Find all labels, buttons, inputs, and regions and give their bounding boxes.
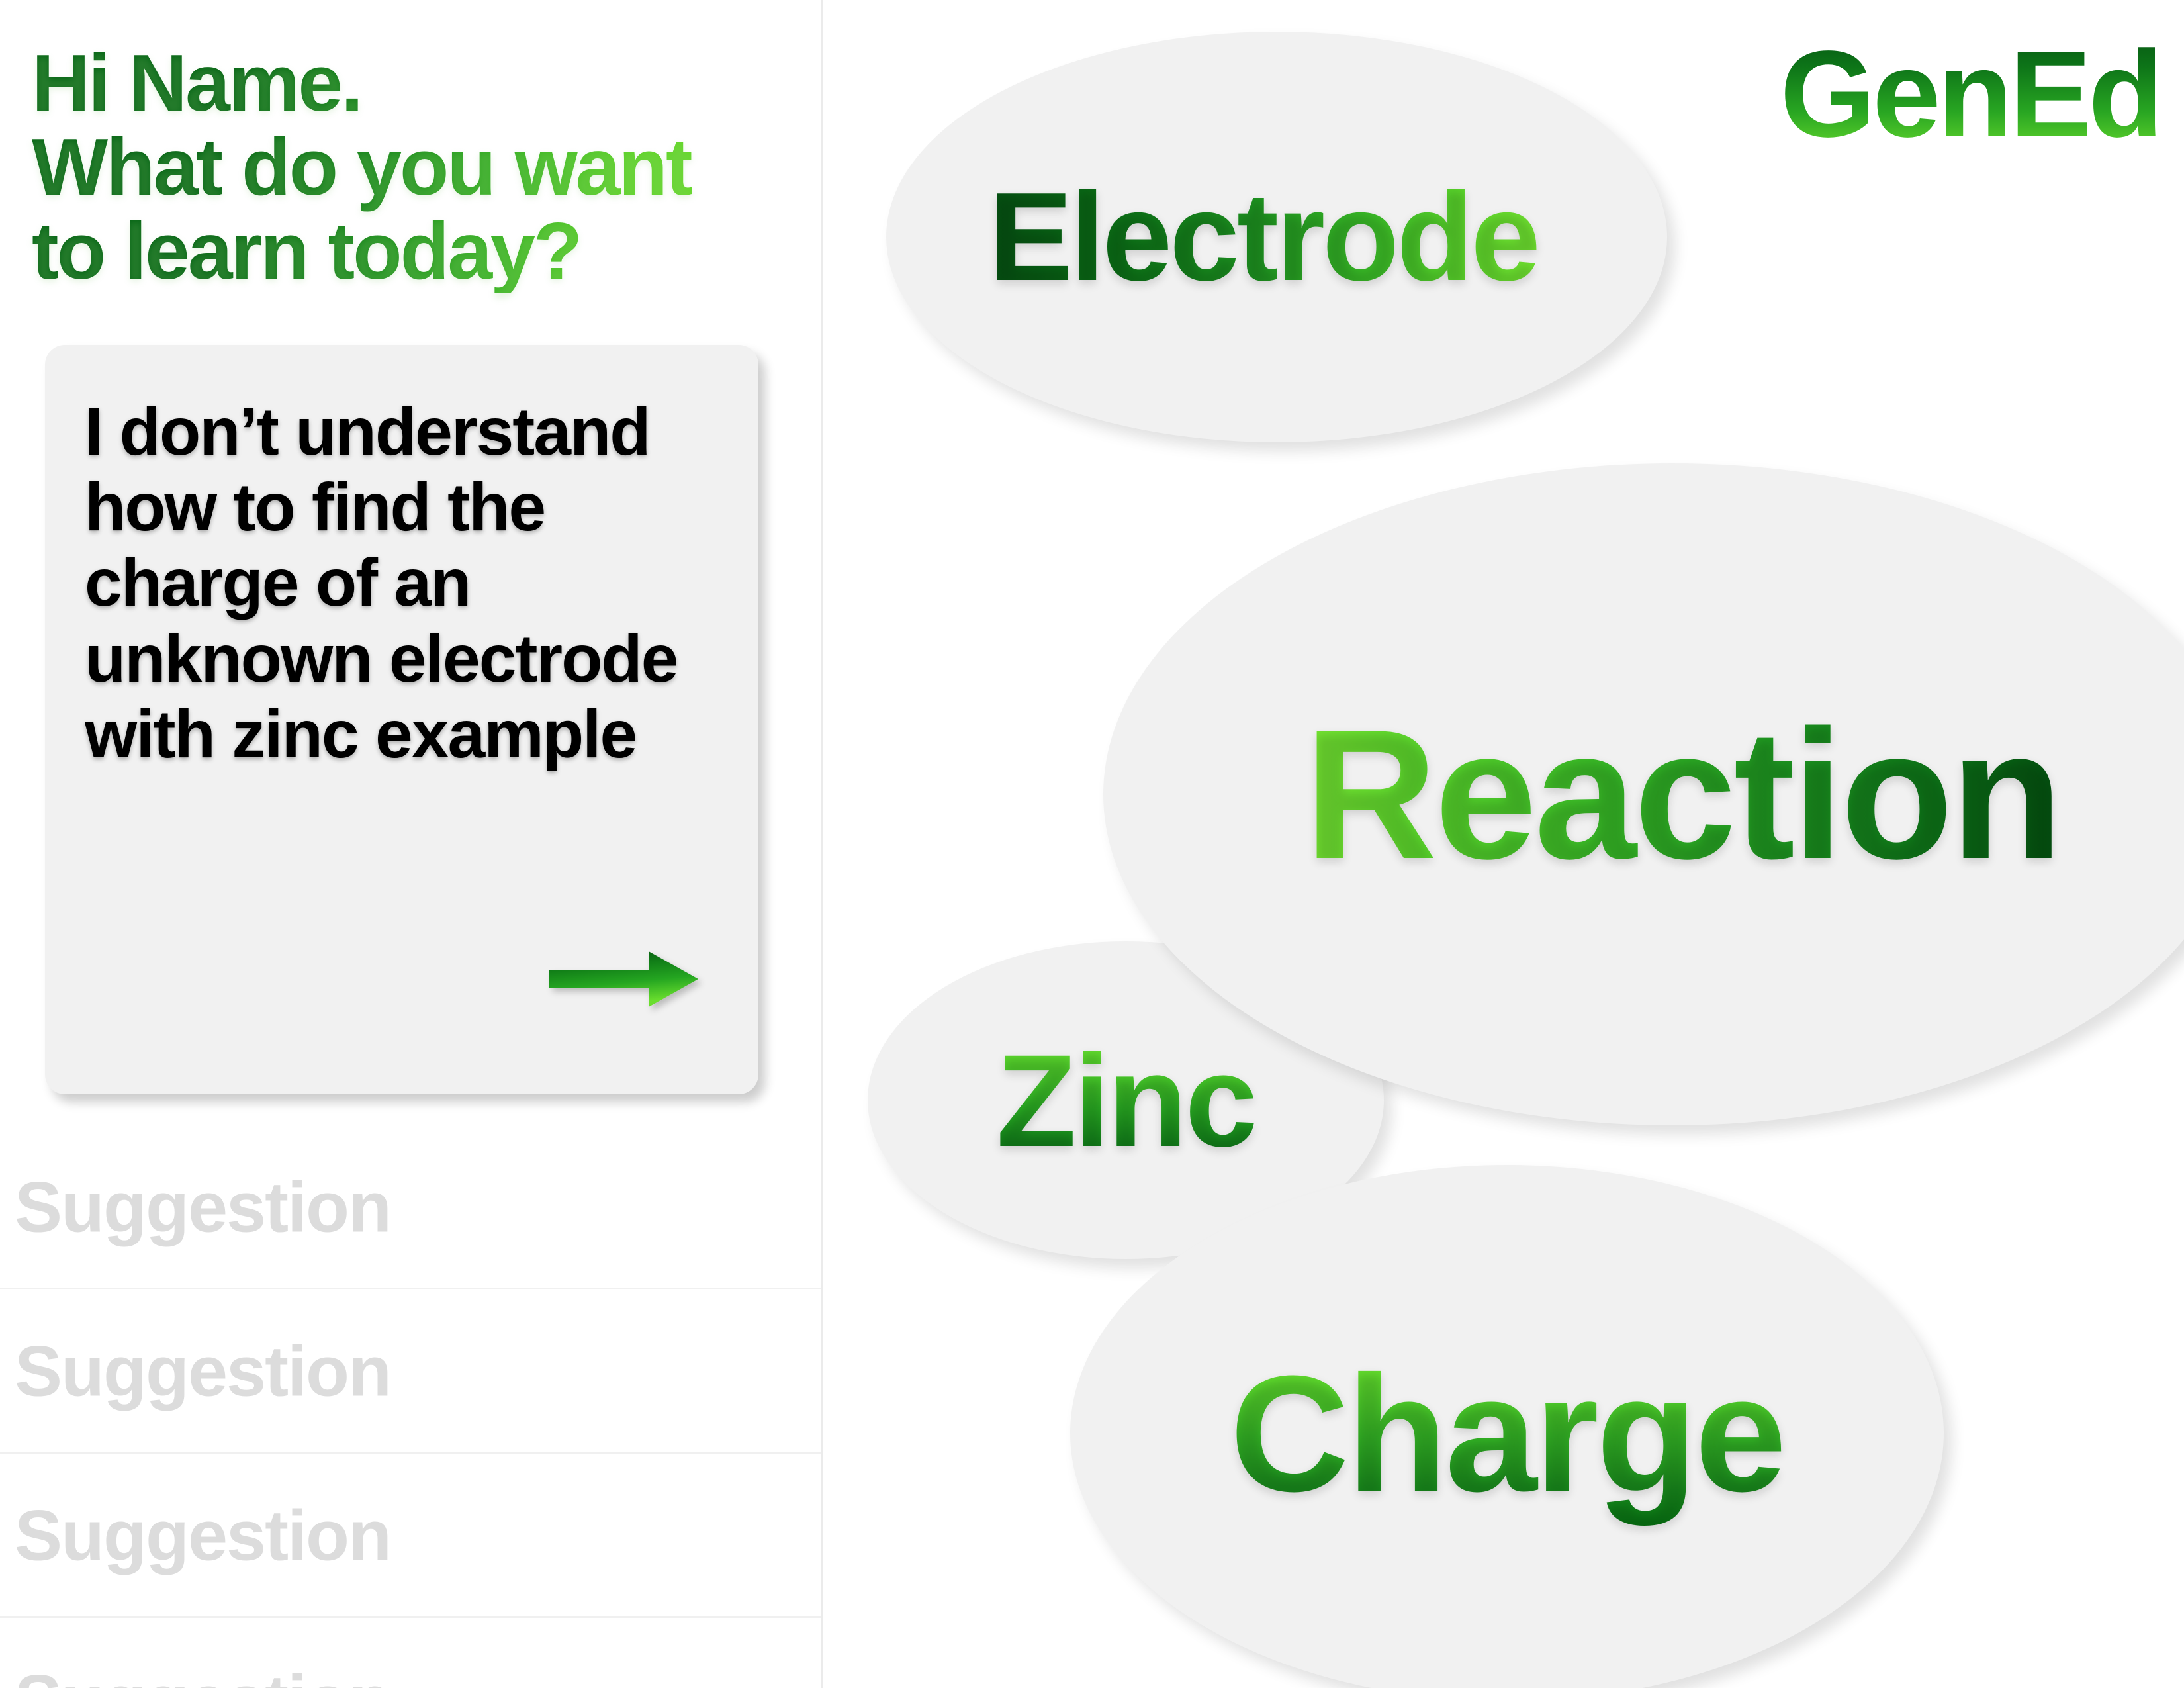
right-panel: GenEd Electrode Reaction Zinc Charge <box>823 0 2184 1688</box>
suggestion-label: Suggestion <box>15 1331 392 1411</box>
arrow-right-icon <box>549 929 702 1029</box>
topic-bubble-charge[interactable]: Charge <box>1070 1165 1944 1688</box>
suggestion-list: Suggestion Suggestion Suggestion Suggest… <box>0 1125 821 1688</box>
left-panel: Hi Name. What do you want to learn today… <box>0 0 821 1688</box>
topic-bubble-label: Electrode <box>989 165 1565 309</box>
topic-bubble-label: Reaction <box>1285 688 2063 900</box>
greeting-headline: Hi Name. What do you want to learn today… <box>32 41 786 293</box>
topic-bubble-reaction[interactable]: Reaction <box>1103 463 2184 1125</box>
suggestion-item-1[interactable]: Suggestion <box>0 1125 821 1289</box>
submit-button[interactable] <box>528 922 702 1036</box>
query-input-text[interactable]: I don’t understand how to find the charg… <box>85 394 678 772</box>
brand-logo: GenEd <box>1780 24 2163 165</box>
suggestion-label: Suggestion <box>15 1166 392 1246</box>
topic-bubble-label: Zinc <box>996 1025 1257 1176</box>
suggestion-item-4[interactable]: Suggestion <box>0 1618 821 1688</box>
panel-divider <box>821 0 823 1688</box>
suggestion-item-3[interactable]: Suggestion <box>0 1454 821 1618</box>
topic-bubble-label: Charge <box>1230 1338 1786 1528</box>
suggestion-label: Suggestion <box>15 1495 392 1575</box>
suggestion-label: Suggestion <box>15 1659 392 1688</box>
topic-bubble-electrode[interactable]: Electrode <box>886 32 1667 442</box>
query-input-card[interactable]: I don’t understand how to find the charg… <box>45 345 758 1094</box>
suggestion-item-2[interactable]: Suggestion <box>0 1289 821 1454</box>
